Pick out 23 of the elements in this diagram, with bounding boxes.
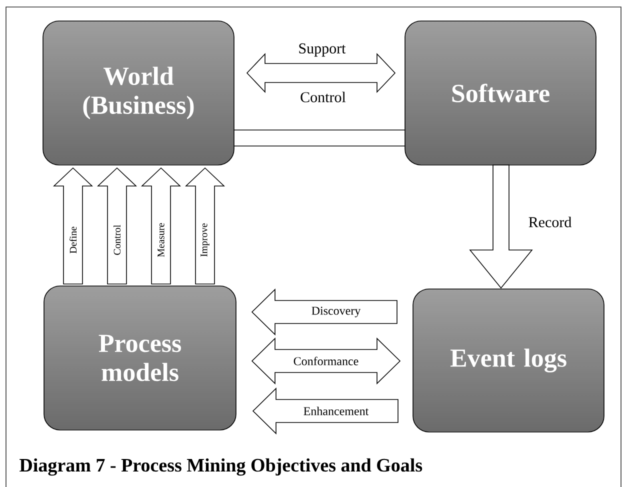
caption: Diagram 7 - Process Mining Objectives and Goals xyxy=(20,458,422,476)
block-arrow xyxy=(97,167,137,284)
process-box: Event logs xyxy=(412,288,604,432)
block-arrow xyxy=(251,288,398,336)
arrow-label: Control xyxy=(300,92,346,102)
block-arrow xyxy=(141,167,181,284)
block-arrow xyxy=(53,167,93,284)
edge-label: Support xyxy=(297,42,347,58)
band-connector xyxy=(234,130,406,146)
process-box: World (Business) xyxy=(42,20,234,166)
edge-label: Control xyxy=(113,224,121,255)
block-arrow xyxy=(185,167,225,284)
edge-label: Conformance xyxy=(294,356,358,366)
edge-label: Define xyxy=(69,226,77,254)
process-box: Process models xyxy=(44,286,236,430)
process-box: Software xyxy=(404,20,596,166)
block-arrow xyxy=(252,388,398,434)
edge-label: Discovery xyxy=(312,306,361,318)
block-arrow xyxy=(469,164,533,289)
edge-label: Record xyxy=(527,216,573,228)
edge-label: Measure xyxy=(158,223,164,257)
edge-label: Improve xyxy=(200,223,210,257)
edge-label: Enhancement xyxy=(304,406,369,416)
